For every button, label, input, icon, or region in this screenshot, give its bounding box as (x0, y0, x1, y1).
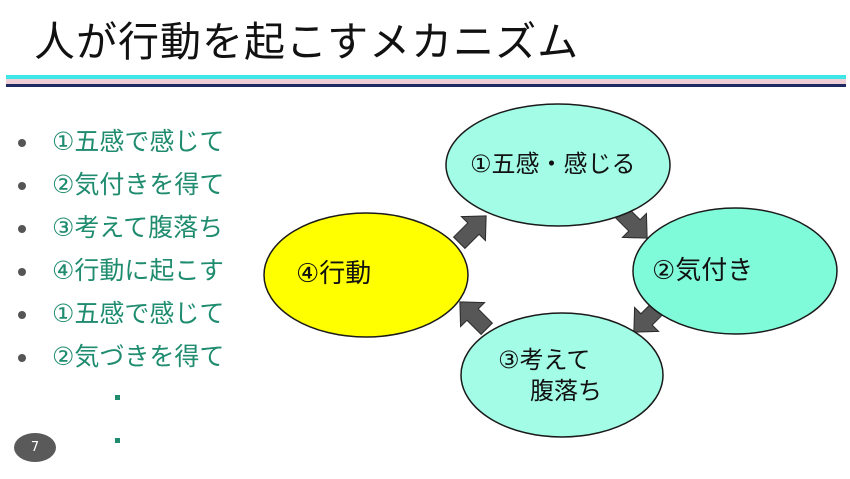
node-notice-label: ②気付き (652, 256, 754, 286)
node-notice-ellipse (632, 207, 838, 335)
continuation-mark (115, 395, 120, 400)
bullet-text: ①五感で感じて (52, 127, 225, 156)
bullet-dot-icon (18, 311, 26, 319)
bullet-dot-icon (18, 225, 26, 233)
bullet-item: ①五感で感じて (16, 292, 224, 335)
node-act-label: ④行動 (296, 259, 372, 289)
title-divider-cyan (6, 75, 846, 79)
arrow-think-to-act-icon (459, 301, 494, 336)
bullet-text: ①五感で感じて (52, 299, 225, 328)
bullet-dot-icon (18, 354, 26, 362)
node-think-ellipse (460, 312, 664, 438)
continuation-mark (115, 438, 120, 443)
node-sense-label: ①五感・感じる (470, 150, 636, 178)
bullet-text: ②気づきを得て (52, 342, 225, 371)
bullet-dot-icon (18, 182, 26, 190)
title-divider-pink (6, 79, 846, 84)
bullet-list: ①五感で感じて ②気付きを得て ③考えて腹落ち ④行動に起こす ①五感で感じて … (16, 120, 224, 378)
page-number-badge: 7 (14, 433, 56, 462)
bullet-text: ④行動に起こす (52, 256, 224, 285)
bullet-text: ②気付きを得て (52, 170, 225, 199)
slide-title: 人が行動を起こすメカニズム (34, 18, 580, 66)
bullet-item: ①五感で感じて (16, 120, 224, 163)
node-think-label-line2: 腹落ち (530, 377, 602, 405)
bullet-item: ④行動に起こす (16, 249, 224, 292)
node-act-ellipse (263, 212, 469, 338)
node-sense-ellipse (445, 103, 671, 227)
bullet-dot-icon (18, 268, 26, 276)
bullet-text: ③考えて腹落ち (52, 213, 224, 242)
title-divider-navy (6, 84, 846, 87)
bullet-item: ③考えて腹落ち (16, 206, 224, 249)
arrow-act-to-sense-icon (452, 215, 487, 250)
bullet-dot-icon (18, 139, 26, 147)
bullet-item: ②気付きを得て (16, 163, 224, 206)
bullet-item: ②気づきを得て (16, 335, 224, 378)
node-think-label-line1: ③考えて (498, 346, 591, 374)
